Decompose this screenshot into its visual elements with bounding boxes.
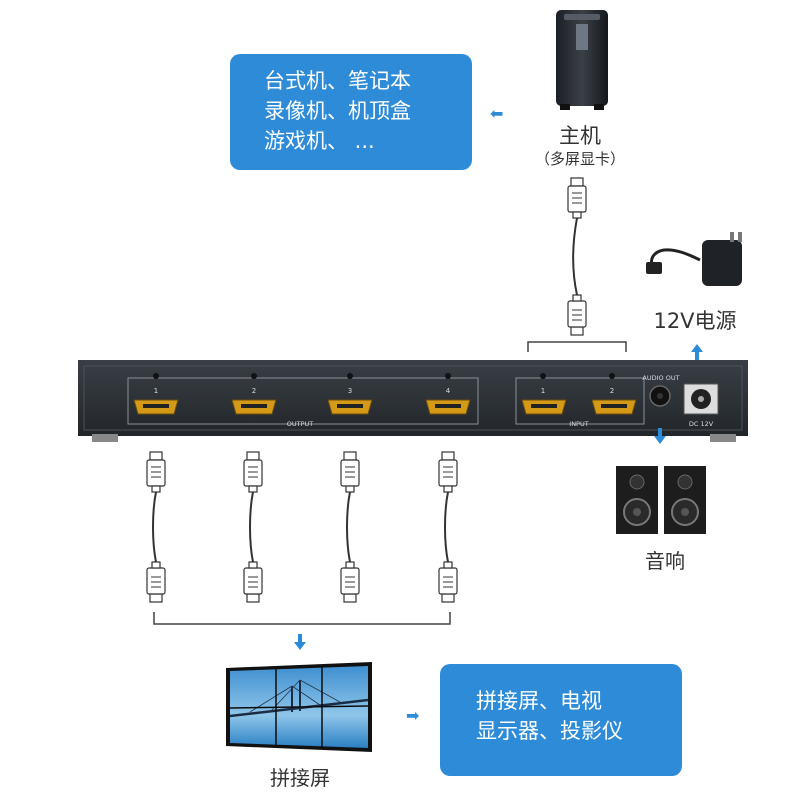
input-port-2 (591, 373, 637, 415)
hdmi-splitter-device (78, 360, 748, 442)
arrow-down-icon (654, 428, 666, 444)
arrow-left-icon: ⬅ (490, 104, 504, 123)
arrow-down-display-icon (294, 634, 306, 650)
output-ports (133, 373, 471, 415)
source-line-2: 录像机、机顶盒 (264, 99, 411, 123)
arrow-right-icon: ➡ (406, 706, 420, 725)
input-bracket (527, 341, 627, 352)
audio-out-jack (649, 385, 671, 407)
speaker-icon (616, 466, 706, 534)
power-adapter-icon (646, 232, 742, 286)
speaker-label: 音响 (645, 549, 685, 573)
dc-label: DC 12V (689, 420, 714, 428)
output-port-label-3: 3 (348, 387, 352, 395)
target-devices-box: 拼接屏、电视 显示器、投影仪 (440, 664, 682, 776)
input-port-label-2: 2 (610, 387, 614, 395)
pc-tower-icon (556, 10, 608, 110)
arrow-up-icon (691, 344, 703, 360)
output-hdmi-cables (147, 452, 457, 602)
output-port-label-4: 4 (446, 387, 451, 395)
input-port-label-1: 1 (541, 387, 545, 395)
output-port-2 (231, 373, 277, 415)
target-line-2: 显示器、投影仪 (476, 719, 623, 743)
output-cable-1 (147, 452, 165, 602)
input-ports (521, 373, 637, 415)
source-line-1: 台式机、笔记本 (264, 69, 411, 93)
output-port-1 (133, 373, 179, 415)
output-port-4 (425, 373, 471, 415)
output-cable-3 (341, 452, 359, 602)
video-wall-display-icon (226, 662, 372, 752)
power-label: 12V电源 (653, 309, 737, 333)
input-group-label: INPUT (569, 420, 588, 428)
host-subtitle: （多屏显卡） (534, 150, 625, 168)
source-line-3: 游戏机、 ... (264, 129, 375, 153)
output-group-label: OUTPUT (287, 420, 314, 428)
output-port-label-1: 1 (154, 387, 158, 395)
source-devices-box: 台式机、笔记本 录像机、机顶盒 游戏机、 ... (230, 54, 472, 170)
target-line-1: 拼接屏、电视 (476, 689, 602, 713)
output-cable-4 (439, 452, 457, 602)
output-cable-2 (244, 452, 262, 602)
host-title: 主机 (559, 124, 601, 148)
dc-power-jack (683, 383, 719, 415)
audio-out-label: AUDIO OUT (642, 374, 679, 382)
display-label: 拼接屏 (270, 766, 330, 790)
output-port-3 (327, 373, 373, 415)
host-hdmi-cable (567, 177, 587, 336)
output-port-label-2: 2 (252, 387, 256, 395)
input-port-1 (521, 373, 567, 415)
output-bracket (153, 612, 451, 625)
